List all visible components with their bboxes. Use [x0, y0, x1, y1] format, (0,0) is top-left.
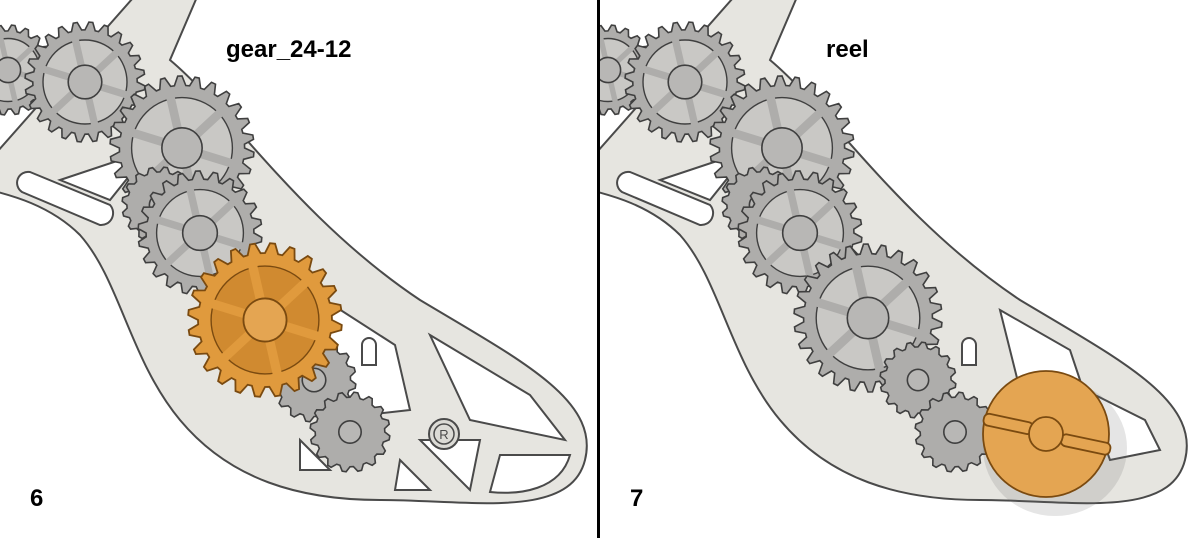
gear-hub: [781, 214, 819, 252]
frame-cutout: [427, 332, 568, 442]
panel-divider: [597, 0, 600, 538]
reel-slots: [982, 412, 1112, 456]
gear-hub: [761, 127, 803, 169]
frame-slot: [616, 170, 715, 227]
frame-keyhole: [961, 337, 977, 366]
gear: [187, 242, 343, 398]
reel: [982, 370, 1112, 498]
part-label: gear_24-12: [226, 36, 352, 63]
gear: [24, 21, 146, 143]
gear-hub: [942, 419, 967, 444]
gear-hub: [161, 127, 203, 169]
gear-hub: [181, 214, 219, 252]
frame-keyhole: [361, 337, 377, 366]
gear-hub: [0, 56, 22, 84]
step-6-panel: R gear_24-12 6: [0, 0, 597, 538]
step-number: 6: [30, 485, 44, 512]
gear: [793, 243, 943, 393]
step-6-illustration: R: [0, 0, 588, 505]
frame-cutout: [488, 454, 572, 494]
gear: [879, 341, 957, 419]
step-7-panel: reel 7: [600, 0, 1197, 538]
gear-hub: [600, 56, 622, 84]
gear: [309, 391, 391, 473]
logo-letter: R: [439, 427, 448, 442]
gear-hub: [337, 419, 362, 444]
gray-gears: [600, 21, 996, 473]
step-7-illustration: [600, 0, 1188, 516]
part-label: reel: [826, 36, 869, 63]
gear-hub: [846, 296, 890, 340]
reel-hub: [1028, 416, 1064, 452]
gear-hub: [67, 64, 103, 100]
gear-hub: [906, 368, 930, 392]
step-number: 7: [630, 485, 644, 512]
logo-ring: [433, 423, 455, 445]
frame-cutout: [299, 437, 333, 471]
frame-cutout: [393, 457, 433, 491]
gear: [624, 21, 746, 143]
highlighted-gear: [187, 242, 343, 398]
gear-hub: [667, 64, 703, 100]
gear: [137, 170, 263, 296]
gear-hub: [242, 297, 288, 343]
frame-slot: [16, 170, 115, 227]
gear: [914, 391, 996, 473]
